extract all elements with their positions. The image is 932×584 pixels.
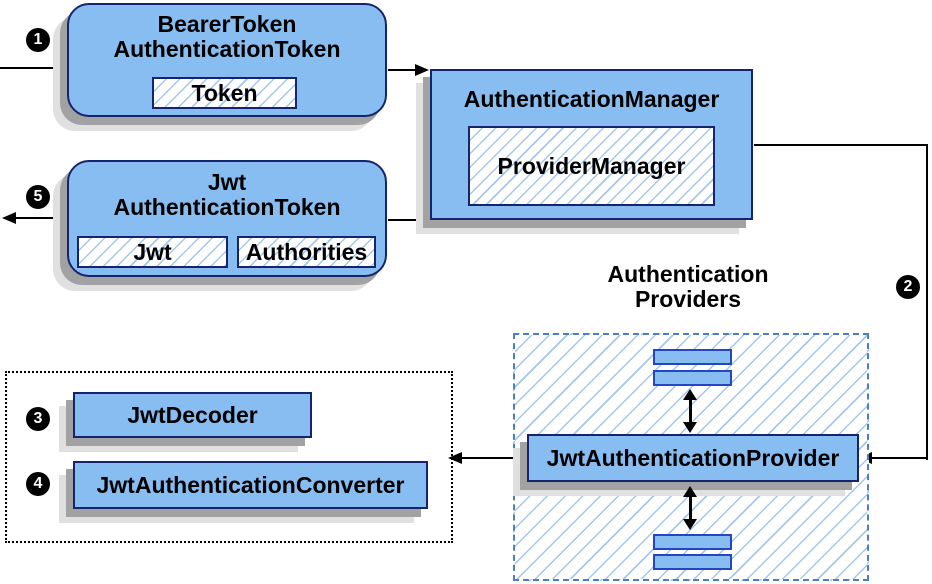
authentication-providers-label: Authentication Providers	[588, 262, 788, 312]
arrowhead-up-icon	[683, 389, 697, 400]
jwt-helpers-container	[5, 371, 453, 543]
jwt-authentication-token-box: Jwt AuthenticationToken Jwt Authorities	[67, 160, 387, 277]
jwt-token-title-line2: AuthenticationToken	[113, 194, 341, 220]
step-2-badge: 2	[896, 275, 920, 299]
authorities-field: Authorities	[237, 236, 376, 268]
jwt-decoder-box: JwtDecoder	[73, 392, 312, 438]
jwt-authentication-converter-label: JwtAuthenticationConverter	[96, 471, 405, 498]
jwt-authentication-provider-box: JwtAuthenticationProvider	[527, 434, 859, 482]
provider-to-decoder-line	[460, 457, 515, 459]
token-field: Token	[152, 77, 297, 109]
step-3-badge: 3	[26, 407, 50, 431]
jwt-authentication-provider-label: JwtAuthenticationProvider	[546, 444, 840, 471]
bearer-token-authentication-token-box: BearerToken AuthenticationToken Token	[67, 3, 387, 117]
manager-to-provider-line-bottom	[871, 457, 928, 459]
jwt-field: Jwt	[77, 236, 228, 268]
jwt-token-box-title: Jwt AuthenticationToken	[69, 170, 385, 220]
jwt-authentication-converter-box: JwtAuthenticationConverter	[73, 461, 428, 509]
provider-double-arrow-top	[682, 389, 698, 433]
authentication-providers-label-line1: Authentication	[607, 261, 769, 287]
provider-stack-rect-top-1	[653, 349, 732, 365]
incoming-request-line	[0, 67, 66, 69]
provider-manager-label: ProviderManager	[497, 152, 686, 179]
provider-stack-rect-bottom-2	[653, 554, 732, 570]
jwt-decoder-label: JwtDecoder	[127, 401, 258, 428]
provider-stack-rect-bottom-1	[653, 534, 732, 550]
provider-stack-rect-top-2	[653, 370, 732, 386]
authentication-manager-title: AuthenticationManager	[463, 86, 720, 112]
authentication-providers-label-line2: Providers	[634, 286, 742, 312]
authentication-providers-container: JwtAuthenticationProvider	[513, 333, 869, 581]
provider-double-arrow-bottom	[682, 486, 698, 530]
token-field-label: Token	[191, 79, 258, 106]
bearer-token-box-title: BearerToken AuthenticationToken	[69, 12, 385, 62]
bearer-token-title-line1: BearerToken	[157, 11, 297, 37]
manager-to-jwt-token-line	[388, 219, 430, 221]
manager-to-provider-line-vertical	[926, 144, 928, 460]
jwt-token-title-line1: Jwt	[207, 169, 247, 195]
step-5-badge: 5	[26, 185, 50, 209]
step-1-badge: 1	[26, 28, 50, 52]
outgoing-success-line	[15, 217, 67, 219]
manager-to-provider-line-top	[754, 144, 928, 146]
authentication-manager-box: AuthenticationManager ProviderManager	[430, 69, 753, 220]
outgoing-success-arrowhead	[2, 212, 16, 224]
arrowhead-down-icon	[683, 519, 697, 530]
arrowhead-up-icon	[683, 486, 697, 497]
bearer-to-manager-arrowhead	[415, 64, 429, 76]
bearer-token-title-line2: AuthenticationToken	[113, 36, 341, 62]
bearer-to-manager-line	[388, 69, 416, 71]
arrowhead-down-icon	[683, 422, 697, 433]
jwt-field-label: Jwt	[133, 238, 172, 265]
provider-manager-field: ProviderManager	[468, 126, 715, 206]
authorities-field-label: Authorities	[245, 238, 368, 265]
step-4-badge: 4	[26, 472, 50, 496]
